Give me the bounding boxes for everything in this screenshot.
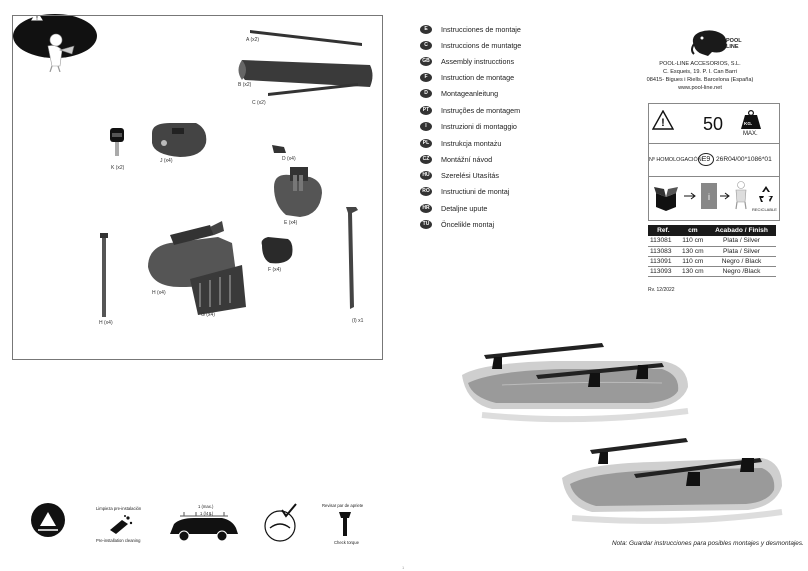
homologation-mark: E9: [698, 153, 714, 166]
part-d: [272, 145, 286, 153]
part-j-lock: [152, 123, 207, 157]
part-label-a: A (x2): [246, 37, 260, 43]
arrow-right-icon: [684, 192, 696, 200]
recycle-label: RECICLABLE: [752, 207, 777, 212]
cleaning-label: Limpieza pre-instalación: [96, 506, 142, 511]
max-label: 1 (max.): [198, 504, 214, 509]
box-icon: [654, 187, 678, 211]
homologation-code: 26R04/00*1086*01: [716, 156, 772, 163]
part-b-bar: [240, 60, 373, 87]
part-f-pad: [261, 237, 293, 264]
table-row: 113093 130 cm Negro /Black: [648, 266, 776, 277]
part-a-strip: [250, 30, 362, 46]
part-i-allen-key: [346, 207, 358, 309]
load-unit: KG.: [744, 121, 753, 126]
part-label-k: K (x2): [111, 165, 125, 171]
company-web: www.pool-line.net: [678, 85, 722, 91]
torque-label: Revisar par de apriete: [322, 503, 364, 508]
table-row: 113091 110 cm Negro / Black: [648, 256, 776, 267]
col-cm: cm: [678, 225, 707, 236]
warning-triangle-icon: !: [652, 110, 674, 130]
company-address-2: 08415- Bigues i Riells. Barcelona (Españ…: [646, 77, 754, 83]
homologation-label: Nº HOMOLOGACIÓN:: [649, 157, 704, 163]
revision: Rv. 12/2022: [648, 287, 675, 293]
cleaning-icon: [110, 515, 133, 534]
arrow-right-icon-2: [720, 192, 730, 200]
part-label-f: F (x4): [268, 267, 282, 273]
torque-sub: Check torque: [334, 540, 359, 545]
spec-table-header: Ref. cm Acabado / Finish: [648, 225, 776, 236]
part-label-j: J (x4): [160, 158, 173, 164]
logo-text: POOL LINE: [726, 38, 742, 50]
spec-divider-1: [648, 143, 780, 144]
load-max: MAX.: [743, 131, 758, 137]
car-roof-illustration-top: [462, 343, 689, 423]
max-speed-icon: [31, 503, 65, 537]
spec-table: Ref. cm Acabado / Finish 113081 110 cm P…: [648, 225, 776, 277]
page-number: 1: [402, 565, 405, 570]
roof-check-icon: [264, 503, 297, 542]
col-ref: Ref.: [648, 225, 679, 236]
svg-text:!: !: [661, 117, 665, 129]
l4-label: 1 (/4 L): [200, 511, 214, 516]
car-load-icon: [170, 512, 238, 542]
part-label-h-bracket: H (x4): [152, 290, 166, 296]
part-label-h-left: H (x4): [99, 320, 113, 326]
svg-text:i: i: [708, 192, 710, 202]
part-c-strip: [268, 83, 358, 96]
part-label-g: G (x4): [201, 312, 215, 318]
company-address-1: C. Esqueis, 19. P. I. Can Barri: [663, 69, 737, 75]
recycle-icon: [759, 186, 773, 202]
svg-text:!: !: [36, 16, 38, 22]
part-label-d: D (x4): [282, 156, 296, 162]
part-label-b: B (x2): [238, 82, 252, 88]
part-label-c: C (x2): [252, 100, 266, 106]
warning-mascot-icon: !: [13, 11, 97, 72]
cleaning-sub: Pre-installation cleaning: [96, 538, 141, 543]
part-label-i: (I) x1: [352, 318, 364, 324]
parts-illustration: [100, 30, 373, 317]
weight-icon: [741, 110, 761, 129]
col-finish: Acabado / Finish: [707, 225, 776, 236]
car-roof-illustration-bottom: [562, 438, 783, 524]
pool-line-logo-icon: [691, 30, 727, 56]
storage-note: Nota: Guardar instrucciones para posible…: [612, 540, 804, 547]
part-label-e: E (x4): [284, 220, 298, 226]
person-discard-icon: [735, 181, 747, 210]
part-g-comb: [190, 265, 246, 315]
company-name: POOL-LINE ACCESORIOS, S.L.: [659, 61, 741, 67]
spec-box: [648, 103, 780, 221]
spec-divider-2: [648, 176, 780, 177]
part-h-bolt: [100, 233, 108, 317]
parts-frame: [12, 15, 383, 360]
table-row: 113083 130 cm Plata / Silver: [648, 246, 776, 257]
manual-icon: i: [701, 183, 717, 209]
part-k-key: [110, 128, 124, 156]
part-e-clamp: [274, 167, 322, 217]
load-value: 50: [703, 114, 724, 134]
table-row: 113081 110 cm Plata / Silver: [648, 236, 776, 247]
torque-icon: [339, 512, 351, 536]
